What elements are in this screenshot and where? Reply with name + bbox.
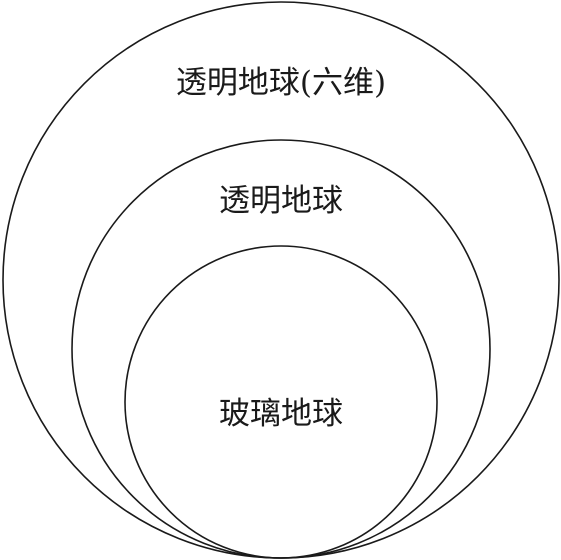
inner-circle-label: 玻璃地球 — [219, 396, 343, 432]
outer-circle-label: 透明地球(六维) — [176, 65, 386, 101]
inner-circle — [124, 245, 438, 559]
middle-circle-label: 透明地球 — [219, 183, 343, 219]
